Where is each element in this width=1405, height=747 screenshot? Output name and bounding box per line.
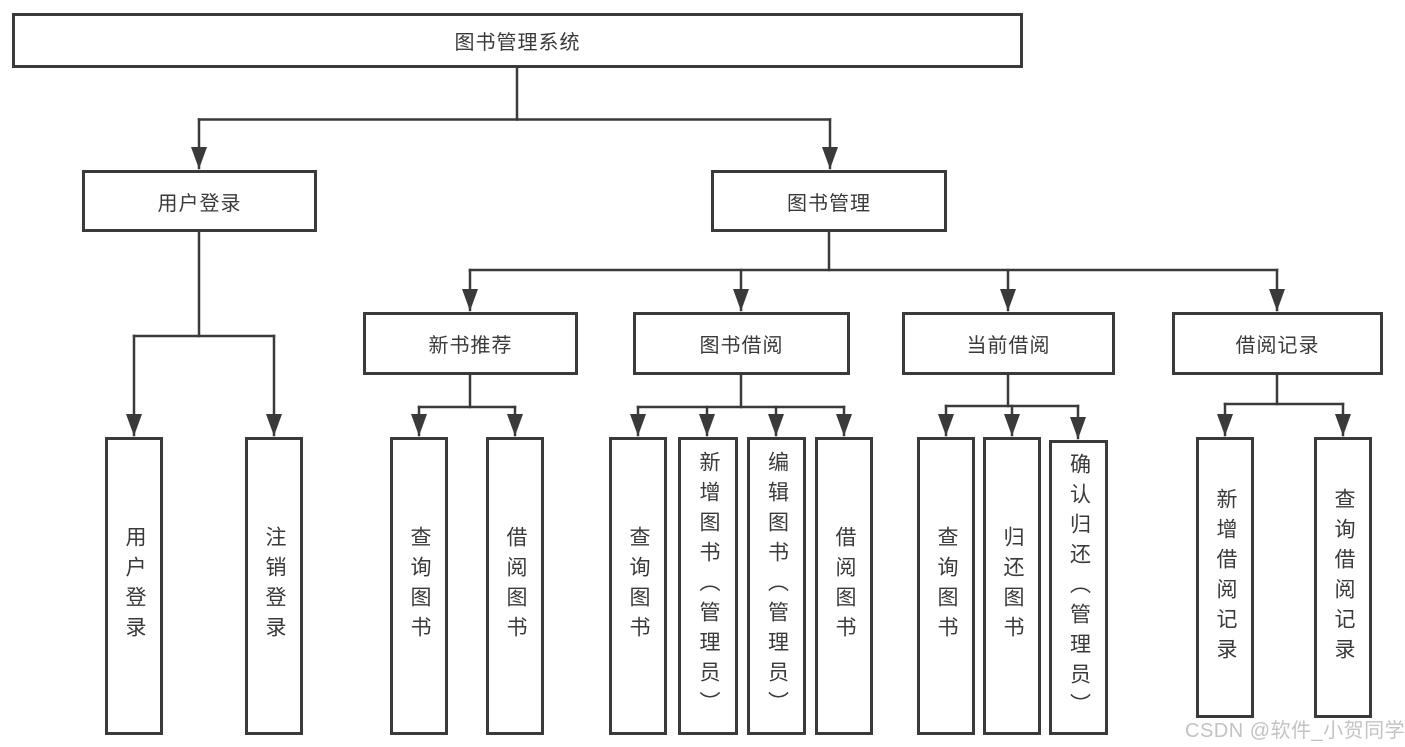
node-user-login: 用户登录 <box>82 170 317 232</box>
connector-root-to-level2 <box>191 66 838 170</box>
leaf-logout-login-label: 注销登录 <box>263 526 286 646</box>
connector-new-book-recommend-to-leaves <box>411 373 523 437</box>
leaf-user-login-label: 用户登录 <box>123 526 146 646</box>
node-current-borrowing: 当前借阅 <box>902 312 1115 375</box>
leaf-br-add-record: 新增借阅记录 <box>1196 437 1254 718</box>
connector-book-management-to-level3 <box>462 230 1285 312</box>
node-book-management: 图书管理 <box>711 170 947 232</box>
leaf-cb-query-books-label: 查询图书 <box>935 526 958 646</box>
leaf-nbr-borrow-books: 借阅图书 <box>486 437 544 735</box>
leaf-br-add-record-label: 新增借阅记录 <box>1214 487 1237 668</box>
leaf-bb-borrow-books-label: 借阅图书 <box>833 526 856 646</box>
node-book-borrowing: 图书借阅 <box>633 312 850 375</box>
leaf-bb-add-book-admin-label: 新增图书（管理员） <box>697 451 720 721</box>
node-system-root-label: 图书管理系统 <box>454 32 581 54</box>
leaf-cb-query-books: 查询图书 <box>917 437 975 735</box>
leaf-br-query-record: 查询借阅记录 <box>1314 437 1372 718</box>
leaf-bb-edit-book-admin-label: 编辑图书（管理员） <box>765 451 789 721</box>
node-current-borrowing-label: 当前借阅 <box>966 335 1051 357</box>
connector-current-borrowing-to-leaves <box>938 373 1086 440</box>
leaf-bb-borrow-books: 借阅图书 <box>815 437 873 735</box>
connector-book-borrowing-to-leaves <box>630 373 852 437</box>
node-new-book-recommend: 新书推荐 <box>363 312 578 375</box>
leaf-bb-query-books: 查询图书 <box>609 437 667 735</box>
node-user-login-label: 用户登录 <box>157 192 242 215</box>
leaf-cb-return-books-label: 归还图书 <box>1001 526 1024 646</box>
node-system-root: 图书管理系统 <box>12 13 1023 68</box>
node-borrowing-records-label: 借阅记录 <box>1235 335 1320 357</box>
node-borrowing-records: 借阅记录 <box>1172 312 1383 375</box>
leaf-bb-add-book-admin: 新增图书（管理员） <box>678 437 738 735</box>
leaf-bb-query-books-label: 查询图书 <box>627 526 650 646</box>
leaf-nbr-query-books: 查询图书 <box>390 437 448 735</box>
leaf-br-query-record-label: 查询借阅记录 <box>1332 487 1355 668</box>
connector-user-login-to-leaves <box>126 230 282 437</box>
leaf-cb-confirm-return-admin: 确认归还（管理员） <box>1049 440 1108 735</box>
csdn-watermark: CSDN @软件_小贺同学 <box>1185 720 1405 742</box>
leaf-cb-confirm-return-admin-label: 确认归还（管理员） <box>1067 452 1091 723</box>
node-book-borrowing-label: 图书借阅 <box>699 335 784 357</box>
node-new-book-recommend-label: 新书推荐 <box>428 335 513 357</box>
leaf-nbr-borrow-books-label: 借阅图书 <box>504 526 527 646</box>
node-book-management-label: 图书管理 <box>787 192 871 215</box>
leaf-nbr-query-books-label: 查询图书 <box>408 526 431 646</box>
leaf-logout-login: 注销登录 <box>245 437 303 735</box>
leaf-bb-edit-book-admin: 编辑图书（管理员） <box>747 437 806 735</box>
leaf-cb-return-books: 归还图书 <box>983 437 1041 735</box>
connector-borrowing-records-to-leaves <box>1217 373 1351 437</box>
leaf-user-login: 用户登录 <box>105 437 163 735</box>
